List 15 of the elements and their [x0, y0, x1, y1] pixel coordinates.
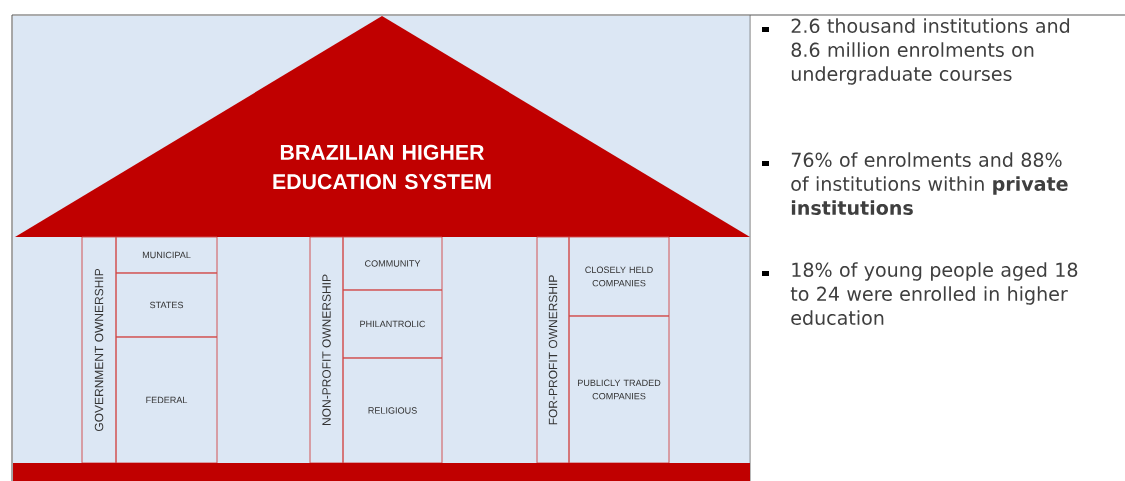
ownership-label: FOR-PROFIT OWNERSHIP: [536, 236, 570, 464]
ownership-label: GOVERNMENT OWNERSHIP: [81, 236, 117, 464]
roof-triangle: BRAZILIAN HIGHER EDUCATION SYSTEM: [15, 16, 750, 237]
category-box: FEDERAL: [115, 336, 218, 464]
category-box: CLOSELY HELD COMPANIES: [568, 236, 670, 317]
category-box: PHILANTROLIC: [342, 289, 443, 359]
category-box: RELIGIOUS: [342, 357, 443, 464]
bullet-text: 18% of young people aged 18 to 24 were enrolled in higher education: [790, 262, 1078, 325]
category-box: STATES: [115, 272, 218, 338]
category-box: MUNICIPAL: [115, 236, 218, 274]
ownership-label: NON-PROFIT OWNERSHIP: [309, 236, 344, 464]
category-box: COMMUNITY: [342, 236, 443, 291]
bullet-text: 2.6 thousand institutions and 8.6 million enrolments on undergraduate courses: [791, 18, 1070, 85]
bullet-text: 76% of enrolments and 88% of institutions within private institutions: [791, 152, 1068, 215]
category-box: PUBLICLY TRADED COMPANIES: [568, 315, 670, 464]
